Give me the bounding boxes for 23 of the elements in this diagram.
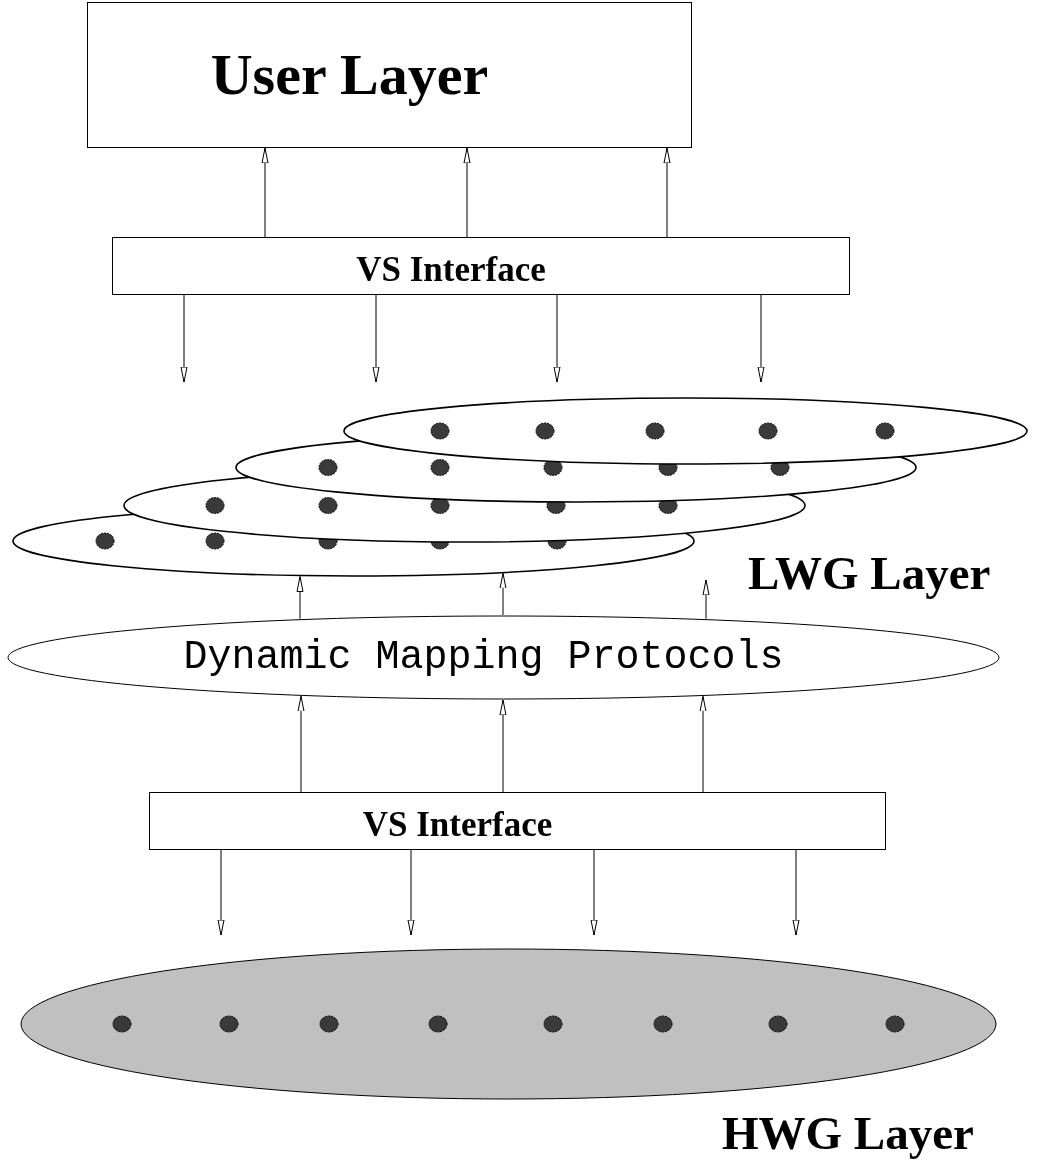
node-label: Dynamic Mapping Protocols xyxy=(183,637,785,678)
arrow xyxy=(757,294,765,383)
arrow xyxy=(372,294,380,383)
node-label: User Layer xyxy=(210,46,490,104)
arrow xyxy=(261,147,269,238)
arrow xyxy=(180,294,188,383)
arrow xyxy=(297,695,305,793)
arrow xyxy=(590,849,598,936)
arrow xyxy=(499,699,507,793)
arrow xyxy=(699,695,707,793)
layer-label: HWG Layer xyxy=(722,1110,974,1157)
node-label: VS Interface xyxy=(362,803,554,842)
arrow xyxy=(702,579,710,620)
arrow xyxy=(296,576,304,620)
arrow xyxy=(407,849,415,936)
arrow xyxy=(663,147,671,238)
arrow xyxy=(217,849,225,936)
arrow xyxy=(499,572,507,616)
arrow xyxy=(792,849,800,936)
arrow xyxy=(463,147,471,238)
layer-label: LWG Layer xyxy=(748,550,991,597)
node-label: VS Interface xyxy=(356,248,547,287)
arrow xyxy=(553,294,561,383)
